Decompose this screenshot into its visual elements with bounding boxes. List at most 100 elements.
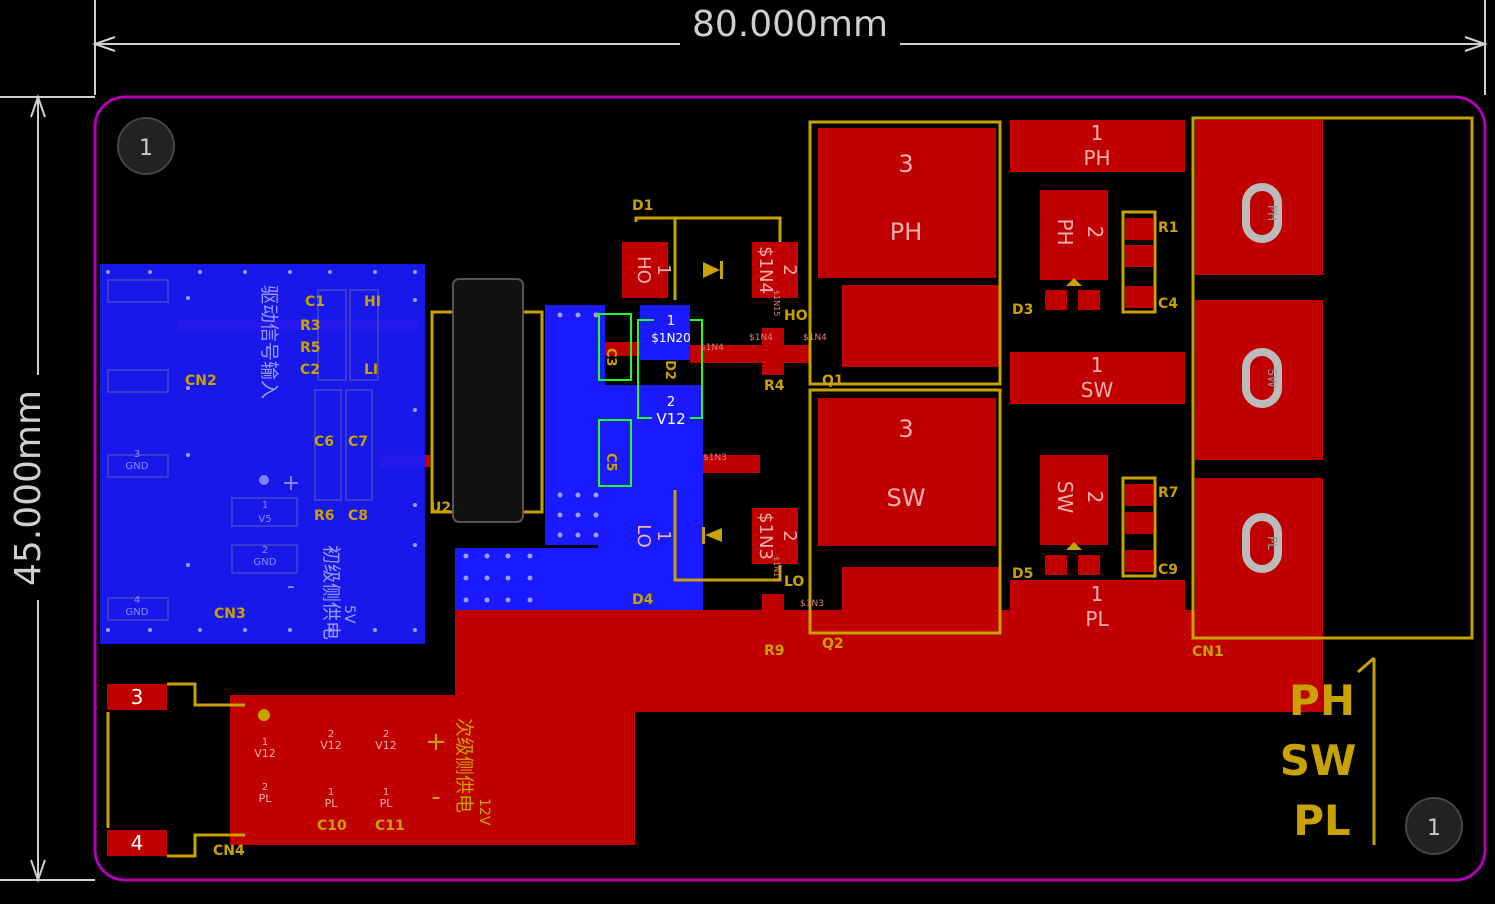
designator-cn2: CN2 xyxy=(185,373,217,389)
designator-c3: C3 xyxy=(603,348,618,367)
net-label-hi: HI xyxy=(364,294,381,310)
pad-net: PL xyxy=(325,797,339,810)
designator-u2: U2 xyxy=(430,500,451,516)
d4-pad-net: $1N3 xyxy=(755,512,776,560)
trace-net-label: $1N3 xyxy=(800,599,824,609)
net-label-lo: LO xyxy=(784,574,804,590)
d3-pad-net: PH xyxy=(1053,218,1077,245)
label-secondary-power: 次级侧供电 xyxy=(453,718,475,813)
silkscreen-dots xyxy=(258,475,270,721)
designator-c8: C8 xyxy=(348,508,368,524)
label-minus-primary: - xyxy=(287,574,295,599)
trace-net-label: $1N15 xyxy=(772,290,781,316)
diode-symbols xyxy=(702,261,1082,550)
pad-number: 2 xyxy=(262,545,268,556)
designator-r5: R5 xyxy=(300,340,321,356)
pad-number: 1 xyxy=(262,500,268,511)
mounting-hole-top-left[interactable]: 1 xyxy=(117,117,175,175)
designator-d3: D3 xyxy=(1012,302,1033,318)
cn1-slot-pads[interactable] xyxy=(1242,183,1282,573)
designator-r1: R1 xyxy=(1158,220,1179,236)
via-array xyxy=(106,270,599,632)
legend-pl: PL xyxy=(1293,796,1351,845)
d2-pad-net: $1N20 xyxy=(651,331,691,345)
pad-net: GND xyxy=(126,607,149,618)
pad-number: 4 xyxy=(134,595,140,606)
pad-net: GND xyxy=(126,461,149,472)
designator-r3: R3 xyxy=(300,318,321,334)
designator-r4: R4 xyxy=(764,378,785,394)
mounting-hole-label: 1 xyxy=(139,136,153,161)
pad-number: 1 xyxy=(328,787,334,798)
pad-net: PL xyxy=(380,797,394,810)
pad-number: 1 xyxy=(1091,582,1104,606)
dimension-horizontal: 80.000mm xyxy=(91,0,1489,95)
designator-d2: D2 xyxy=(662,360,677,380)
trace-net-label: $1N4 xyxy=(803,333,827,343)
d1-pad-net: $1N4 xyxy=(755,246,776,294)
trace-net-label: $1N3 xyxy=(703,453,727,463)
designator-r9: R9 xyxy=(764,643,785,659)
cn1-pin-label: SW xyxy=(1265,368,1279,388)
designator-cn3: CN3 xyxy=(214,606,246,622)
d3-pad-number: 2 xyxy=(1083,226,1107,239)
pad-net: PL xyxy=(1085,607,1109,631)
u2-chip-body[interactable] xyxy=(452,278,524,523)
d2-pad-number: 2 xyxy=(667,395,675,410)
label-plus: + xyxy=(425,727,447,757)
cn4-pad-number: 4 xyxy=(131,831,144,855)
d4-pad-number: 1 xyxy=(653,530,674,541)
label-secondary-voltage: 12V xyxy=(476,798,492,826)
d4-pad-net: LO xyxy=(633,524,654,548)
label-primary-voltage: 5V xyxy=(341,605,357,624)
pad-net: V5 xyxy=(258,514,271,525)
q1-pad-number: 3 xyxy=(898,150,913,178)
legend-ph: PH xyxy=(1289,676,1355,725)
label-primary-power: 初级侧供电 xyxy=(320,545,342,640)
q1-pad-net: PH xyxy=(890,218,923,246)
pad-number: 2 xyxy=(328,729,334,740)
top-copper-layer xyxy=(107,120,1323,856)
pad-net: GND xyxy=(254,557,277,568)
pad-number: 1 xyxy=(1091,353,1104,377)
designator-c1: C1 xyxy=(305,294,325,310)
pad-net: V12 xyxy=(254,747,276,760)
d2-pad-1[interactable] xyxy=(654,312,690,354)
d1-pad-number: 2 xyxy=(779,264,800,275)
height-dimension-label: 45.000mm xyxy=(8,390,49,586)
trace-net-label: $1N4 xyxy=(700,343,724,353)
d4-pad-number: 2 xyxy=(779,530,800,541)
d2-pad-number: 1 xyxy=(667,314,675,329)
d1-pad-number: 1 xyxy=(653,264,674,275)
pad-net: SW xyxy=(1081,378,1114,402)
designator-c7: C7 xyxy=(348,434,368,450)
designator-c10: C10 xyxy=(317,818,347,834)
designator-c2: C2 xyxy=(300,362,320,378)
designator-r6: R6 xyxy=(314,508,335,524)
designator-c11: C11 xyxy=(375,818,405,834)
c5-highlight[interactable] xyxy=(598,419,632,487)
mounting-hole-bottom-right[interactable]: 1 xyxy=(1405,797,1463,855)
designator-r7: R7 xyxy=(1158,485,1179,501)
pad-net: V12 xyxy=(320,739,342,752)
pad-net: PH xyxy=(1083,146,1110,170)
cn1-pin-label: PL xyxy=(1265,536,1279,550)
dimension-vertical: 45.000mm xyxy=(0,93,95,884)
q2-pad-net: SW xyxy=(887,484,926,512)
c3-highlight[interactable] xyxy=(598,313,632,381)
designator-c4: C4 xyxy=(1158,296,1178,312)
trace-net-label: $1N4 xyxy=(749,333,773,343)
designators: CN1 CN2 CN3 CN4 U2 D1 D3 D4 D5 Q1 Q2 R1 … xyxy=(185,198,1224,859)
legend-sw: SW xyxy=(1280,736,1357,785)
d2-pad-2[interactable] xyxy=(652,392,690,430)
d1-pad-net: HO xyxy=(633,256,654,284)
cn2-pad-outlines xyxy=(107,279,379,621)
designator-q1: Q1 xyxy=(822,373,844,389)
designator-c5: C5 xyxy=(603,453,618,472)
trace-net-label: $1N15 xyxy=(772,556,781,582)
pad-number: 2 xyxy=(262,782,268,793)
pad-number: 3 xyxy=(134,449,140,460)
pad-net: PL xyxy=(259,792,273,805)
designator-d4: D4 xyxy=(632,592,654,608)
